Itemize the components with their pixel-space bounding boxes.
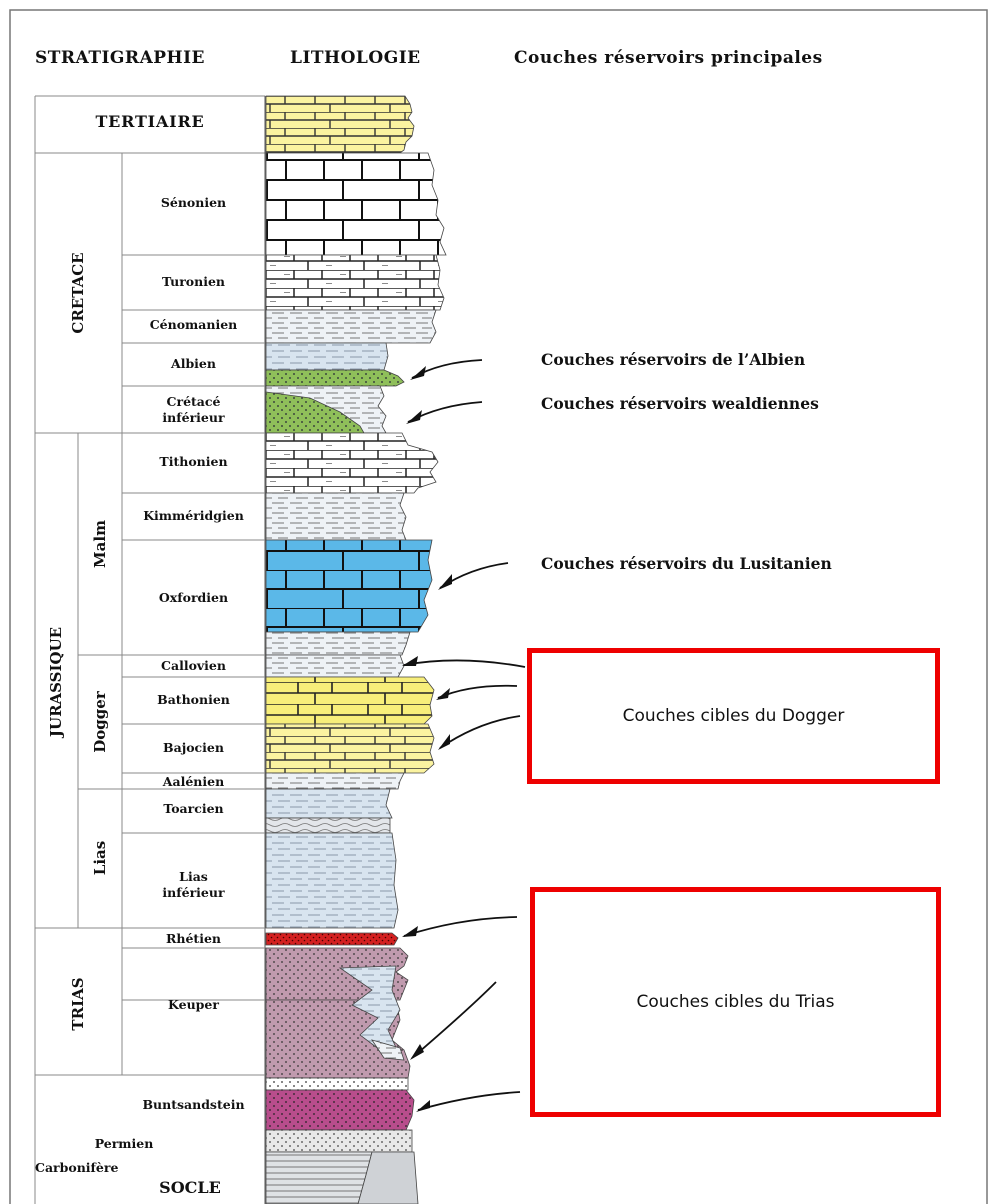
label-cretace-inferieur-1: Crétacé	[166, 394, 221, 409]
label-buntsandstein: Buntsandstein	[142, 1097, 245, 1112]
label-malm: Malm	[91, 520, 109, 568]
label-cenomanien: Cénomanien	[149, 317, 238, 332]
label-toarcien: Toarcien	[163, 801, 224, 816]
label-keuper: Keuper	[168, 997, 219, 1012]
label-bajocien: Bajocien	[163, 740, 224, 755]
label-rhetien: Rhétien	[166, 931, 221, 946]
target-box-dogger: Couches cibles du Dogger	[527, 648, 940, 784]
label-albien: Albien	[171, 356, 216, 371]
target-dogger-text: Couches cibles du Dogger	[622, 706, 845, 726]
arrow-bathonien	[437, 684, 518, 699]
label-lias: Lias	[91, 840, 109, 876]
header-stratigraphie: STRATIGRAPHIE	[35, 48, 206, 68]
header-lithologie: LITHOLOGIE	[290, 48, 421, 68]
label-senonien: Sénonien	[160, 195, 227, 210]
label-socle: SOCLE	[159, 1178, 221, 1197]
label-dogger: Dogger	[91, 691, 109, 753]
label-cretace: CRETACE	[69, 252, 87, 334]
label-permien: Permien	[94, 1136, 154, 1151]
label-turonien: Turonien	[161, 274, 226, 289]
annotation-wealdiennes: Couches réservoirs wealdiennes	[541, 394, 819, 413]
label-lias-inferieur-2: inférieur	[162, 885, 225, 900]
label-jurassique: JURASSIQUE	[47, 626, 65, 738]
annotation-lusitanien: Couches réservoirs du Lusitanien	[541, 554, 832, 573]
header-reservoirs: Couches réservoirs principales	[514, 48, 823, 68]
label-callovien: Callovien	[161, 658, 226, 673]
arrow-callovien	[403, 659, 526, 668]
arrow-rhetien	[403, 916, 518, 937]
label-oxfordien: Oxfordien	[158, 590, 229, 605]
label-lias-inferieur-1: Lias	[179, 869, 208, 884]
label-kimmeridgien: Kimméridgien	[143, 508, 244, 523]
label-tertiaire: TERTIAIRE	[95, 112, 205, 131]
label-aalenien: Aalénien	[162, 774, 225, 789]
label-trias: TRIAS	[69, 977, 87, 1031]
target-box-trias: Couches cibles du Trias	[530, 887, 941, 1117]
annotation-albien: Couches réservoirs de l’Albien	[541, 350, 806, 369]
label-tithonien: Tithonien	[159, 454, 228, 469]
arrow-keuper	[411, 981, 497, 1059]
arrow-bajocien	[439, 715, 521, 749]
label-carbonifere: Carbonifère	[35, 1160, 119, 1175]
label-bathonien: Bathonien	[157, 692, 230, 707]
target-trias-text: Couches cibles du Trias	[636, 992, 835, 1012]
arrow-buntsandstein	[417, 1091, 521, 1111]
label-cretace-inferieur-2: inférieur	[162, 410, 225, 425]
